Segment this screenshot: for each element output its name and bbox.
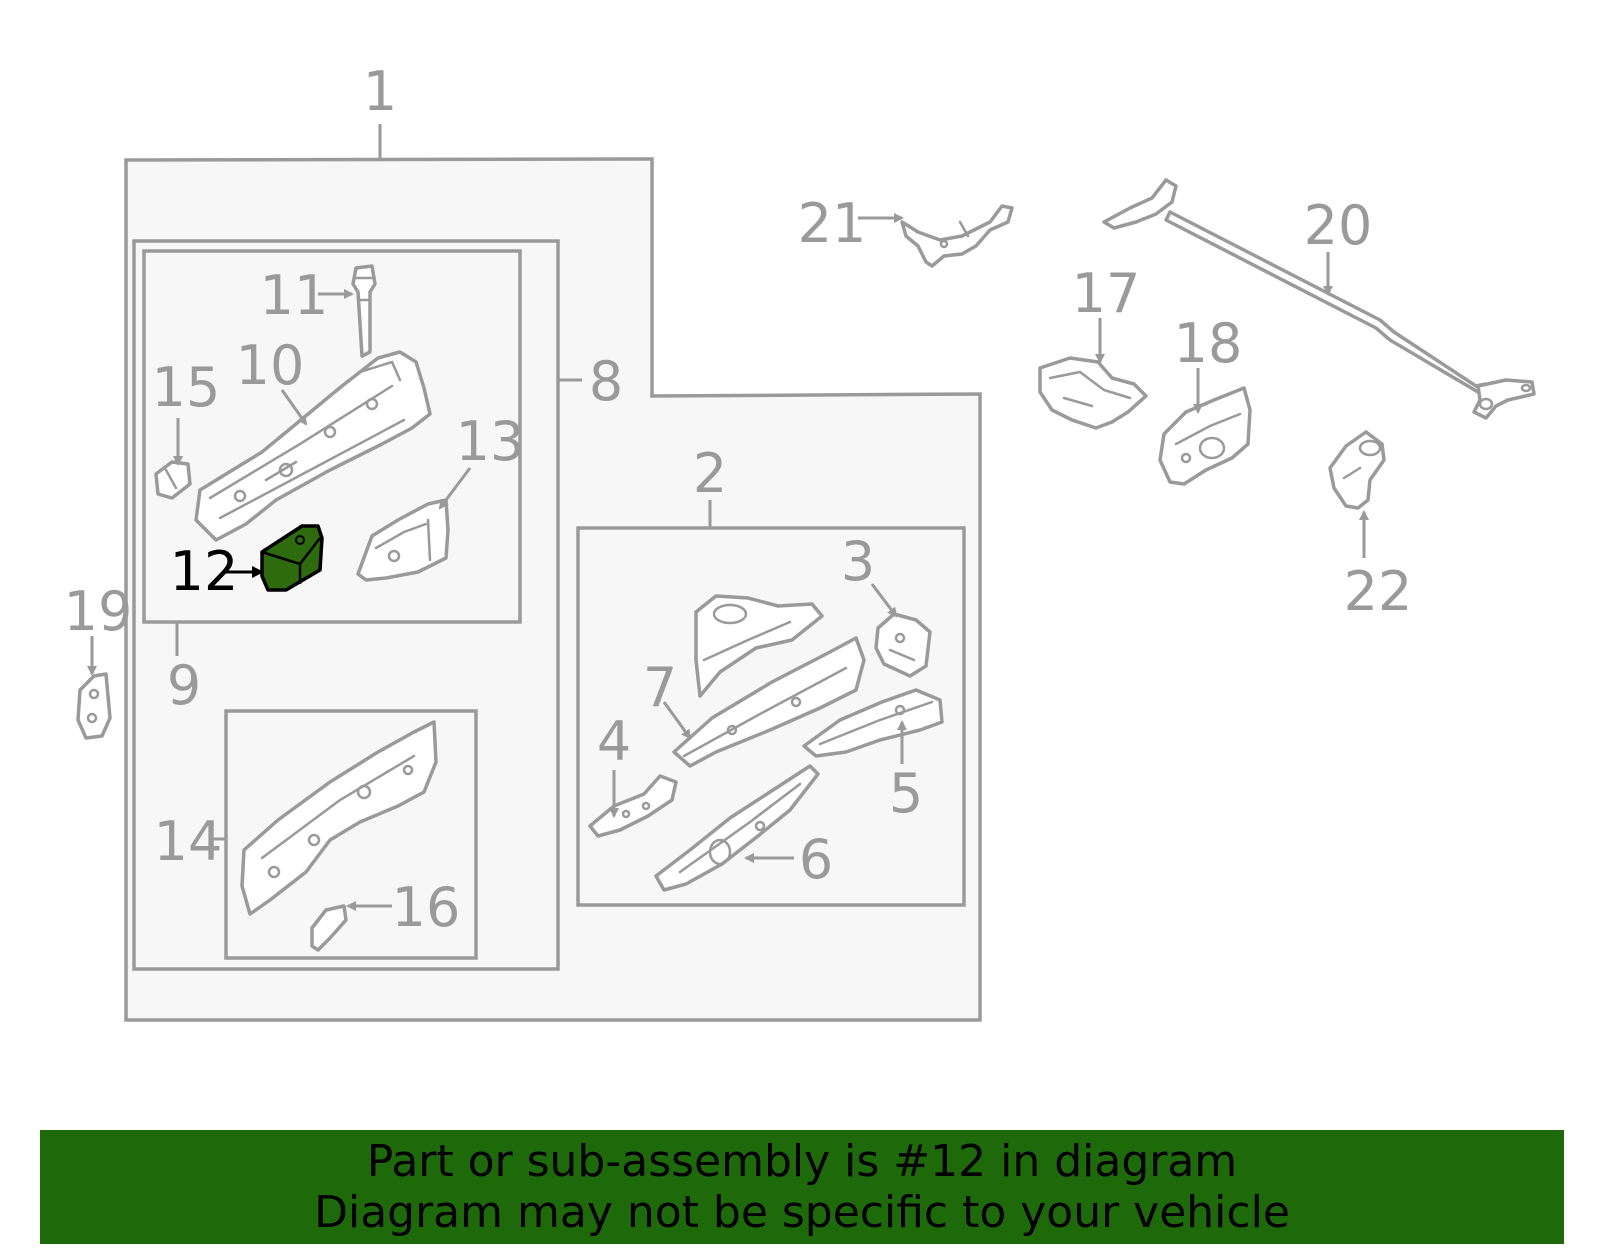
- part-12-highlighted-bracket: [260, 524, 324, 592]
- part-20-strut-bar: [1102, 178, 1536, 420]
- callout-1: 1: [363, 60, 397, 123]
- callout-3: 3: [841, 530, 875, 593]
- callout-21: 21: [798, 192, 867, 255]
- callout-6: 6: [799, 828, 833, 891]
- callout-2: 2: [693, 442, 727, 505]
- callout-10: 10: [236, 334, 305, 397]
- part-15-bracket: [154, 460, 192, 500]
- banner-line-2: Diagram may not be specific to your vehi…: [314, 1187, 1290, 1238]
- part-10-frame-rail: [194, 350, 432, 542]
- callout-7: 7: [643, 656, 677, 719]
- callout-15: 15: [152, 356, 221, 419]
- arrow-10: [280, 389, 308, 426]
- callout-4: 4: [597, 710, 631, 773]
- part-19-plate: [76, 672, 112, 740]
- callout-8: 8: [589, 350, 623, 413]
- part-21-bracket: [900, 204, 1014, 268]
- assembly-box-14: [224, 709, 478, 960]
- part-14-inner-panel: [240, 720, 438, 916]
- part-22-bracket: [1328, 430, 1386, 510]
- part-7-upper-apron: [694, 594, 824, 698]
- callout-17: 17: [1072, 262, 1141, 325]
- arrow-7: [662, 701, 692, 740]
- callout-12: 12: [170, 540, 239, 603]
- callout-19: 19: [64, 580, 133, 643]
- part-6-lower-rail: [654, 764, 820, 892]
- part-3-bracket: [874, 612, 932, 678]
- part-5-reinforcement: [802, 688, 944, 758]
- part-18-bracket: [1158, 386, 1252, 486]
- callout-14: 14: [154, 810, 223, 873]
- arrow-3: [870, 583, 898, 618]
- arrow-13: [438, 467, 472, 510]
- part-13-gusset: [356, 498, 450, 582]
- callout-16: 16: [392, 876, 461, 939]
- banner-line-1: Part or sub-assembly is #12 in diagram: [366, 1136, 1238, 1187]
- callout-18: 18: [1174, 312, 1243, 375]
- part-16-bracket: [310, 904, 348, 952]
- callout-22: 22: [1344, 560, 1413, 623]
- assembly-box-2: [576, 526, 966, 907]
- part-11-bolt: [351, 264, 377, 358]
- assembly-box-9: [142, 249, 522, 624]
- part-4-bracket: [588, 774, 678, 838]
- assembly-box-8: [132, 239, 560, 971]
- info-banner: Part or sub-assembly is #12 in diagram D…: [40, 1130, 1564, 1244]
- callout-11: 11: [260, 264, 329, 327]
- callout-5: 5: [889, 762, 923, 825]
- callout-20: 20: [1304, 194, 1373, 257]
- part-17-bracket: [1038, 356, 1148, 430]
- part-7-rail: [672, 636, 866, 768]
- callout-13: 13: [456, 410, 525, 473]
- callout-9: 9: [167, 654, 201, 717]
